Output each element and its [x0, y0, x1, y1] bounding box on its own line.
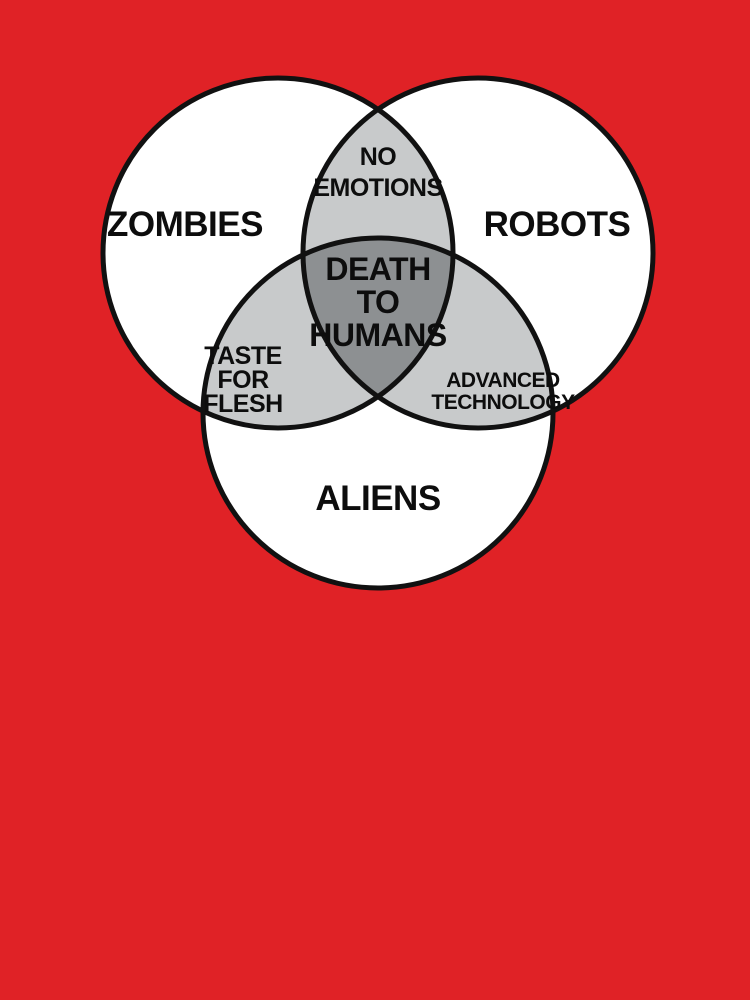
label-death-to-humans-line-1: DEATH	[325, 251, 430, 287]
label-taste-for-flesh-line-1: TASTE	[204, 342, 282, 370]
label-advanced-technology-line-2: TECHNOLOGY	[431, 391, 575, 414]
label-zombies: ZOMBIES	[107, 205, 263, 244]
label-advanced-technology-line-1: ADVANCED	[446, 369, 560, 392]
label-taste-for-flesh-line-2: FOR	[217, 366, 269, 394]
label-taste-for-flesh-line-3: FLESH	[203, 390, 282, 418]
label-no-emotions-line-2: EMOTIONS	[313, 174, 442, 202]
label-death-to-humans: DEATH TO HUMANS	[309, 251, 447, 353]
label-no-emotions-line-1: NO	[360, 143, 397, 171]
label-advanced-technology: ADVANCED TECHNOLOGY	[431, 369, 575, 414]
circle-aliens-outline[interactable]	[200, 235, 556, 591]
label-aliens: ALIENS	[315, 479, 440, 518]
label-taste-for-flesh: TASTE FOR FLESH	[203, 342, 283, 418]
label-no-emotions: NO EMOTIONS	[313, 143, 443, 202]
label-death-to-humans-line-2: TO	[357, 284, 400, 320]
label-death-to-humans-line-3: HUMANS	[309, 317, 447, 353]
venn-circle-outlines	[100, 75, 656, 591]
label-robots: ROBOTS	[484, 205, 631, 244]
